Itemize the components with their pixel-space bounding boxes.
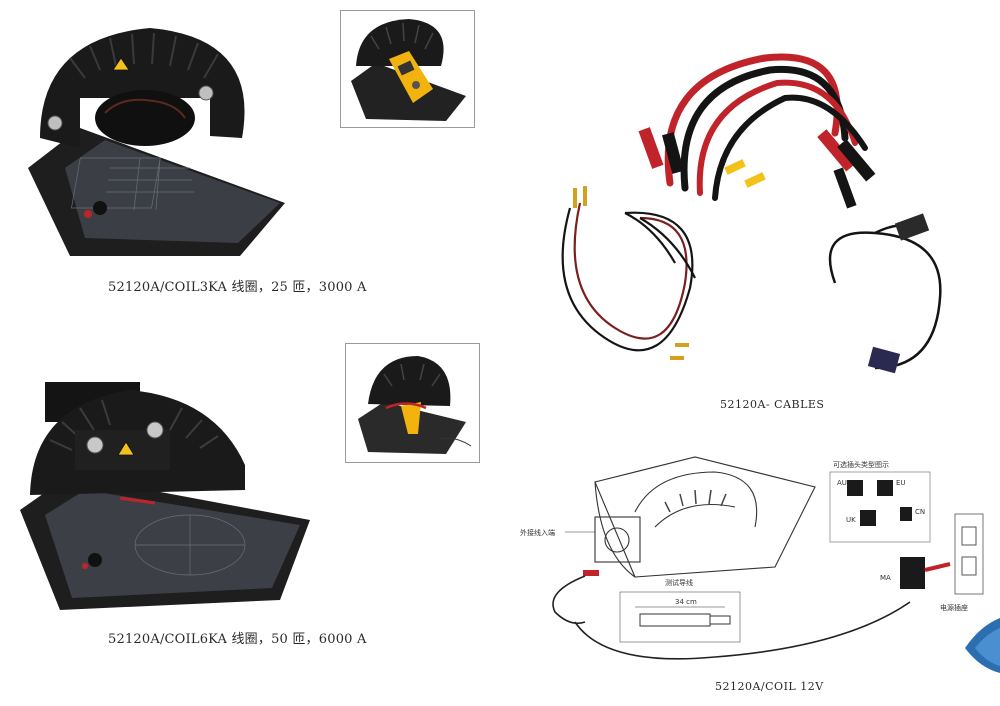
diagram-adapter-label: MA <box>880 574 891 582</box>
coil3ka-caption: 52120A/COIL3KA 线圈，25 匝，3000 A <box>108 280 367 295</box>
diagram-test-lead-label: 测试导线 <box>665 578 693 587</box>
diagram-plug-types-label: 可选插头类型图示 <box>833 460 889 469</box>
plug-cn-label: CN <box>915 508 925 516</box>
plug-uk-label: UK <box>846 516 856 524</box>
plug-eu-label: EU <box>896 479 906 487</box>
diagram-dimension-label: 34 cm <box>675 598 697 606</box>
cables-caption: 52120A- CABLES <box>720 398 825 411</box>
coil6ka-image <box>10 370 310 615</box>
coil6ka-thumbnail <box>345 343 480 463</box>
coil6ka-caption: 52120A/COIL6KA 线圈，50 匝，6000 A <box>108 632 367 647</box>
coil12v-caption: 52120A/COIL 12V <box>715 680 824 693</box>
diagram-socket-label: 电源插座 <box>940 603 968 612</box>
page-corner-decoration <box>960 618 1000 678</box>
coil12v-diagram: 外接线入端 测试导线 34 cm 可选插头类型图示 AU EU UK CN MA… <box>515 452 1000 672</box>
coil3ka-thumbnail <box>340 10 475 128</box>
plug-au-label: AU <box>837 479 847 487</box>
cables-image <box>545 38 950 383</box>
coil3ka-image <box>10 18 290 263</box>
diagram-input-terminal-label: 外接线入端 <box>520 528 555 537</box>
